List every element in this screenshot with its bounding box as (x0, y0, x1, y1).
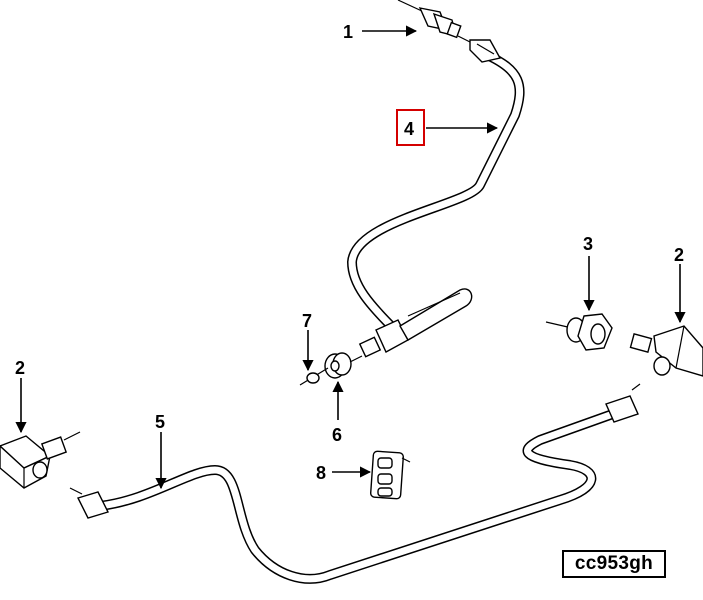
fitting-part-6 (324, 352, 363, 379)
callout-4-highlight (396, 109, 425, 146)
lower-tube-right-nut (605, 383, 641, 423)
o-ring-part-7 (299, 367, 329, 386)
clip-part-8 (370, 450, 411, 500)
lower-tube-left-nut (69, 487, 109, 519)
upper-fuel-tube (347, 50, 525, 335)
elbow-fitting-part-2-right (629, 325, 703, 377)
callout-1: 1 (343, 22, 353, 42)
upper-tube-lower-fitting (358, 288, 473, 358)
callout-5: 5 (155, 412, 165, 432)
callout-2-right: 2 (674, 245, 684, 265)
callout-arrows (15, 25, 686, 490)
callout-3: 3 (583, 234, 593, 254)
reference-code: cc953gh (562, 550, 666, 578)
callout-8: 8 (316, 463, 326, 483)
elbow-fitting-part-2-left (0, 431, 81, 489)
callout-7: 7 (302, 311, 312, 331)
lower-fuel-tube (95, 410, 615, 584)
adapter-part-3 (545, 313, 613, 351)
callout-2-left: 2 (15, 358, 25, 378)
callout-6: 6 (332, 425, 342, 445)
callout-4: 4 (404, 119, 414, 139)
upper-tube-nut (457, 35, 502, 63)
fitting-part-1 (397, 0, 462, 39)
